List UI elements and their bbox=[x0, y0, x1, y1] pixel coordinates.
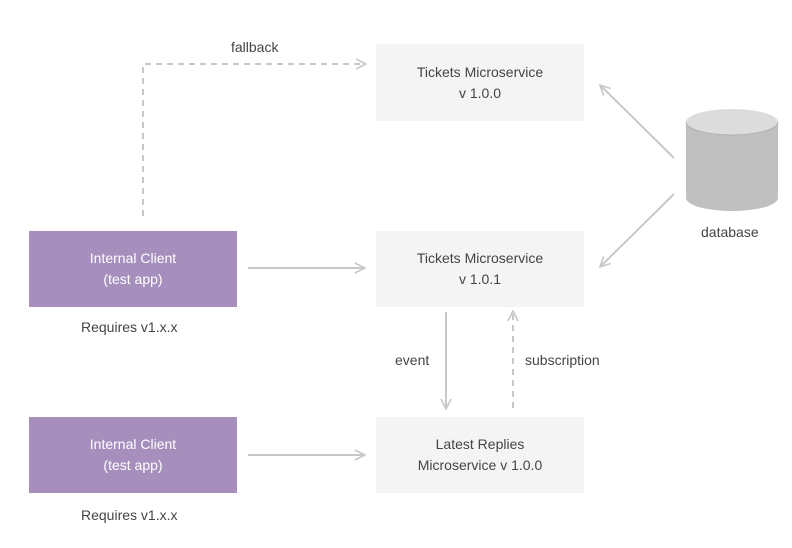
database-icon bbox=[685, 109, 779, 211]
client-bottom-requires: Requires v1.x.x bbox=[81, 507, 178, 523]
latest-replies-microservice: Latest Replies Microservice v 1.0.0 bbox=[376, 417, 584, 493]
tickets-v101-version: v 1.0.1 bbox=[458, 271, 502, 287]
fallback-arrow bbox=[142, 64, 366, 216]
latest-replies-version: Microservice v 1.0.0 bbox=[417, 457, 543, 473]
subscription-label: subscription bbox=[525, 352, 600, 368]
event-label: event bbox=[395, 352, 430, 368]
database-label: database bbox=[701, 224, 759, 240]
tickets-microservice-v101: Tickets Microservice v 1.0.1 bbox=[376, 231, 584, 307]
fallback-label: fallback bbox=[231, 39, 279, 55]
internal-client-bottom: Internal Client (test app) bbox=[29, 417, 237, 493]
database-to-v101-arrow bbox=[600, 193, 675, 267]
client-top-subtitle: (test app) bbox=[103, 271, 163, 287]
internal-client-top: Internal Client (test app) bbox=[29, 231, 237, 307]
tickets-v101-name: Tickets Microservice bbox=[416, 250, 544, 266]
latest-replies-name: Latest Replies bbox=[435, 436, 525, 452]
tickets-microservice-v100: Tickets Microservice v 1.0.0 bbox=[376, 44, 584, 121]
client-bottom-subtitle: (test app) bbox=[103, 457, 163, 473]
client-top-requires: Requires v1.x.x bbox=[81, 319, 178, 335]
database-to-v100-arrow bbox=[600, 85, 675, 159]
client-top-name: Internal Client bbox=[89, 250, 177, 266]
tickets-v100-name: Tickets Microservice bbox=[416, 63, 544, 80]
tickets-v100-version: v 1.0.0 bbox=[458, 84, 502, 101]
client-bottom-name: Internal Client bbox=[89, 436, 177, 452]
